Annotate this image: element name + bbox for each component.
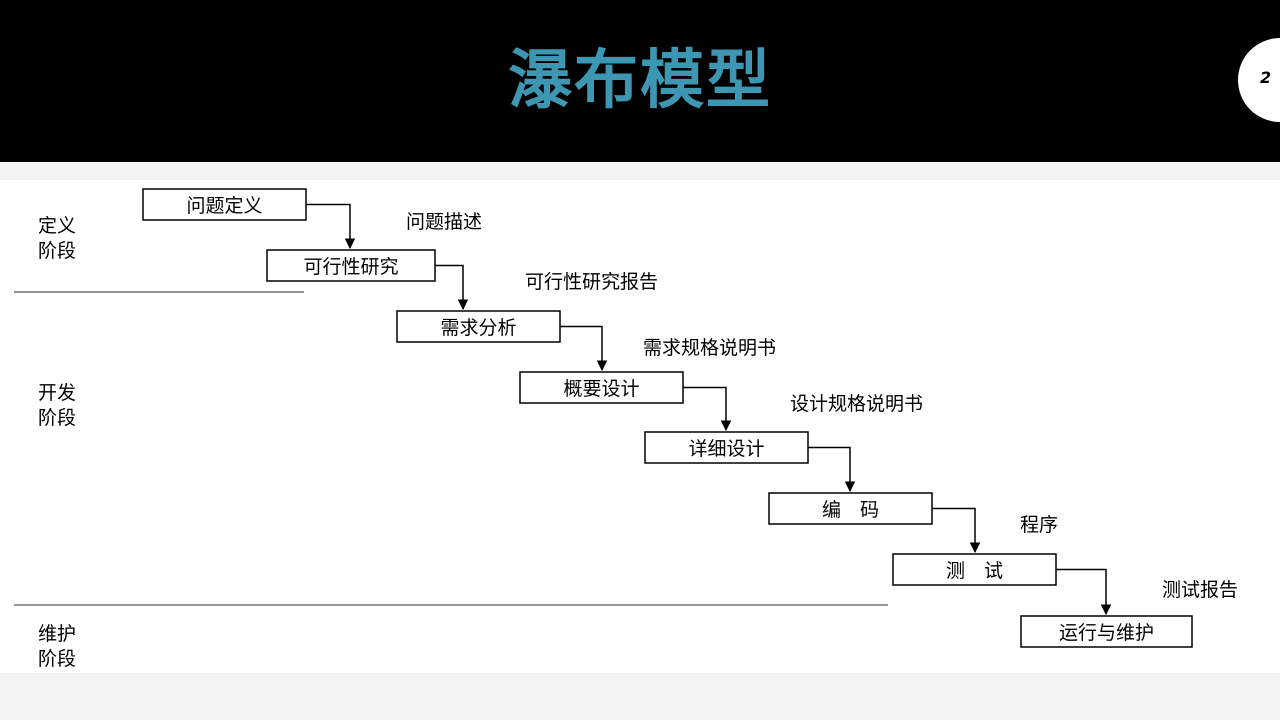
header-bar: [0, 0, 1280, 162]
step-box: [142, 188, 307, 221]
phase-maintenance-line2: 阶段: [38, 648, 76, 670]
connector-arrow-3: [560, 325, 608, 372]
waterfall-diagram: 定义 阶段 开发 阶段 维护 阶段 问题定义 可行性研究 需求分析 概要设计: [14, 188, 1238, 670]
content-area: 定义 阶段 开发 阶段 维护 阶段 问题定义 可行性研究 需求分析 概要设计: [0, 180, 1280, 673]
phase-maintenance-line1: 维护: [38, 623, 76, 645]
step-label: 运行与维护: [1059, 622, 1154, 644]
output-program: 程序: [1020, 514, 1058, 536]
step-operation-maintenance: 运行与维护: [1020, 615, 1193, 648]
step-label: 详细设计: [688, 438, 764, 460]
connector-arrow-4: [683, 386, 732, 432]
step-coding: 编 码: [768, 492, 933, 525]
step-testing: 测 试: [892, 553, 1057, 586]
step-label: 可行性研究: [303, 256, 398, 278]
slide-title: 瀑布模型: [508, 44, 772, 118]
step-label: 测 试: [946, 560, 1003, 582]
step-label: 概要设计: [563, 378, 639, 400]
step-box: [644, 431, 809, 464]
output-problem-description: 问题描述: [406, 211, 482, 233]
connector-arrow-6: [932, 507, 981, 554]
page-number: 2: [1260, 68, 1272, 87]
step-requirements-analysis: 需求分析: [396, 310, 561, 343]
phase-definition-line1: 定义: [38, 215, 76, 237]
phase-development-line2: 阶段: [38, 407, 76, 429]
output-design-spec: 设计规格说明书: [790, 393, 923, 415]
connector-arrow-2: [435, 264, 469, 311]
phase-definition-line2: 阶段: [38, 240, 76, 262]
connector-arrow-1: [306, 203, 356, 250]
step-high-level-design: 概要设计: [519, 371, 684, 404]
connector-arrow-7: [1056, 568, 1112, 616]
step-box: [396, 310, 561, 343]
step-box: [1020, 615, 1193, 648]
step-detailed-design: 详细设计: [644, 431, 809, 464]
output-test-report: 测试报告: [1162, 579, 1238, 601]
step-label: 问题定义: [186, 195, 262, 217]
step-box: [266, 249, 436, 282]
step-label: 编 码: [822, 499, 879, 521]
output-feasibility-report: 可行性研究报告: [525, 271, 658, 293]
phase-development-line1: 开发: [38, 382, 76, 404]
step-feasibility-study: 可行性研究: [266, 249, 436, 282]
step-label: 需求分析: [440, 317, 516, 339]
output-requirements-spec: 需求规格说明书: [643, 337, 776, 359]
connector-arrow-5: [808, 446, 856, 493]
step-problem-definition: 问题定义: [142, 188, 307, 221]
